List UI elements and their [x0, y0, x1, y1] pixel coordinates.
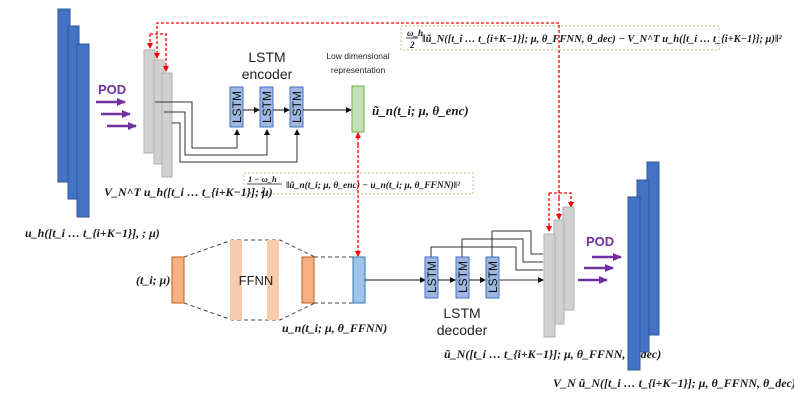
lstm-encoder-title: LSTM	[248, 49, 285, 65]
pod-label-encoder: POD	[98, 82, 126, 97]
svg-text:LSTM: LSTM	[425, 261, 439, 293]
snapshot-block	[76, 43, 90, 218]
loss-connectors	[147, 22, 574, 257]
svg-text:2: 2	[260, 185, 266, 195]
pod-arrows-encoder	[96, 98, 137, 130]
lstm-encoder-title-2: encoder	[242, 66, 293, 82]
snapshot-stack-input	[57, 8, 90, 218]
snapshot-block	[627, 196, 641, 371]
ffnn-hidden-layer	[267, 240, 279, 320]
svg-text:LSTM: LSTM	[260, 91, 274, 123]
latent-caption-2: representation	[331, 65, 386, 75]
latent-label: ũ_n(t_i; μ, θ_enc)	[372, 103, 469, 118]
svg-text:LSTM: LSTM	[290, 91, 304, 123]
ffnn-title: FFNN	[239, 273, 274, 288]
projected-block	[143, 49, 156, 154]
projected-stack-encoder	[143, 49, 173, 178]
projected-block	[543, 233, 556, 338]
lstm-cell: LSTM	[259, 86, 274, 128]
snapshot-stack-output	[627, 161, 660, 371]
snapshot-label: u_h([t_i … t_{i+K−1}], ; μ)	[25, 226, 160, 240]
lstm-decoder: LSTM LSTM LSTM	[365, 256, 500, 299]
ffnn-output-label: u_n(t_i; μ, θ_FFNN)	[282, 321, 387, 335]
pod-arrows-decoder	[578, 253, 622, 284]
encoder-connections	[155, 101, 300, 163]
svg-text:2: 2	[409, 40, 415, 50]
latent-vector-block	[351, 85, 365, 133]
lstm-cell: LSTM	[229, 86, 244, 128]
svg-text:LSTM: LSTM	[486, 261, 500, 293]
pod-label-decoder: POD	[586, 234, 614, 249]
ffnn-hidden-layer	[230, 240, 242, 320]
decoder-connections	[430, 230, 544, 283]
decoder-input-block	[352, 256, 366, 304]
ffnn-input-layer	[171, 256, 185, 304]
projected-snapshot-label: V_N^T u_h([t_i … t_{i+K−1}]; μ)	[104, 185, 273, 199]
ffnn-input-label: (t_i; μ)	[136, 273, 170, 287]
lstm-decoder-title: LSTM	[443, 305, 480, 321]
svg-text:LSTM: LSTM	[456, 261, 470, 293]
latent-caption: Low dimensional	[326, 51, 389, 61]
svg-text:LSTM: LSTM	[230, 91, 244, 123]
lstm-cell: LSTM	[455, 256, 470, 299]
lstm-cell: LSTM	[289, 86, 304, 128]
loss-term-latent: 1 − ω_h 2 ‖ũ_n(t_i; μ, θ_enc) − u_n(t_i;…	[243, 172, 474, 195]
projected-stack-decoder	[543, 206, 575, 338]
loss-term-reconstruction: ω_h 2 ‖ũ_N([t_i … t_{i+K−1}]; μ, θ_FFNN,…	[400, 25, 783, 51]
ffnn-outline-bottom	[183, 302, 316, 321]
reconstructed-snapshot-label: V_N ũ_N([t_i … t_{i+K−1}]; μ, θ_FFNN, θ_…	[553, 376, 794, 390]
svg-text:1 − ω_h: 1 − ω_h	[248, 174, 277, 184]
svg-text:‖ũ_N([t_i … t_{i+K−1}]; μ, θ_F: ‖ũ_N([t_i … t_{i+K−1}]; μ, θ_FFNN, θ_dec…	[422, 34, 783, 45]
lstm-cell: LSTM	[424, 256, 439, 299]
ffnn-output-layer	[301, 256, 315, 304]
decoder-output-label: ũ_N([t_i … t_{i+K−1}]; μ, θ_FFNN, θ_dec)	[444, 347, 661, 361]
svg-text:ω_h: ω_h	[407, 28, 423, 38]
lstm-cell: LSTM	[485, 256, 500, 299]
projected-block	[161, 72, 173, 178]
ffnn: FFNN	[171, 239, 353, 321]
lstm-encoder: LSTM LSTM LSTM	[229, 86, 352, 128]
projected-block	[562, 206, 575, 311]
ffnn-outline-top	[183, 239, 316, 258]
lstm-decoder-title-2: decoder	[437, 322, 488, 338]
svg-text:‖ũ_n(t_i; μ, θ_enc) − u_n(t_i;: ‖ũ_n(t_i; μ, θ_enc) − u_n(t_i; μ, θ_FFNN…	[286, 180, 461, 191]
